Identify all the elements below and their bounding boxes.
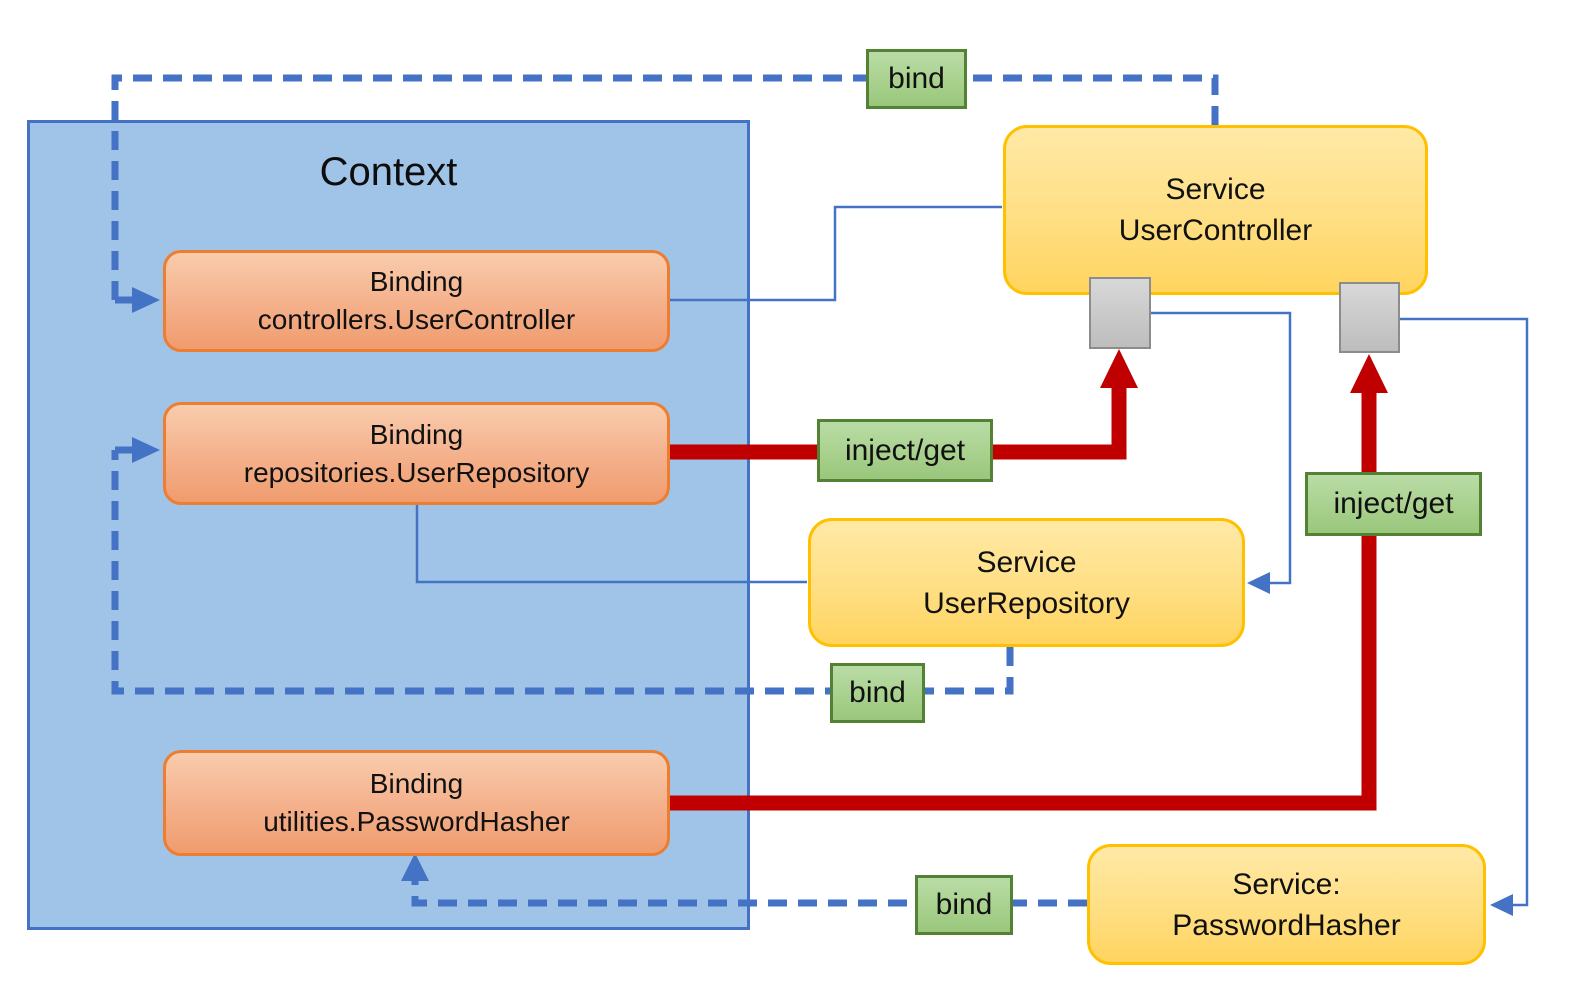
inject-get-right-arrowhead (1350, 354, 1388, 393)
service-usercontroller-box: Service UserController (1003, 125, 1428, 295)
bind-bottom-label: bind (915, 875, 1013, 935)
context-title: Context (319, 150, 458, 194)
binding-passwordhasher-key: utilities.PasswordHasher (263, 806, 570, 837)
service-usercontroller-type: Service (1165, 173, 1266, 206)
bind-middle-label: bind (830, 663, 925, 723)
binding-passwordhasher-box: Binding utilities.PasswordHasher (163, 750, 670, 856)
service-userrepository-name: UserRepository (923, 586, 1130, 620)
binding-userrepository-key: repositories.UserRepository (243, 456, 590, 488)
binding-passwordhasher-type: Binding (369, 768, 464, 799)
service-passwordhasher-name: PasswordHasher (1172, 908, 1401, 942)
service-userrepository-type: Service (976, 545, 1077, 579)
binding-usercontroller-box: Binding controllers.UserController (163, 250, 670, 352)
port2-passwordhasher-link-line (1400, 317, 1529, 907)
injection-port-right (1339, 282, 1400, 353)
inject-get-right-label: inject/get (1305, 472, 1482, 536)
inject-get-left-label: inject/get (817, 419, 993, 482)
binding-userrepository-box: Binding repositories.UserRepository (163, 402, 670, 505)
service-userrepository-box: Service UserRepository (808, 518, 1245, 647)
injection-port-left (1089, 277, 1151, 349)
bind-top-label: bind (866, 49, 967, 109)
port1-userrepository-arrowhead (1247, 572, 1270, 594)
binding-usercontroller-type: Binding (369, 266, 464, 297)
binding-userrepository-type: Binding (369, 418, 464, 450)
port2-passwordhasher-arrowhead (1490, 894, 1513, 916)
binding-usercontroller-key: controllers.UserController (257, 304, 576, 335)
service-passwordhasher-type: Service: (1232, 867, 1341, 901)
service-passwordhasher-box: Service: PasswordHasher (1087, 844, 1486, 965)
service-usercontroller-name: UserController (1118, 214, 1313, 247)
inject-get-left-arrowhead (1100, 349, 1138, 388)
